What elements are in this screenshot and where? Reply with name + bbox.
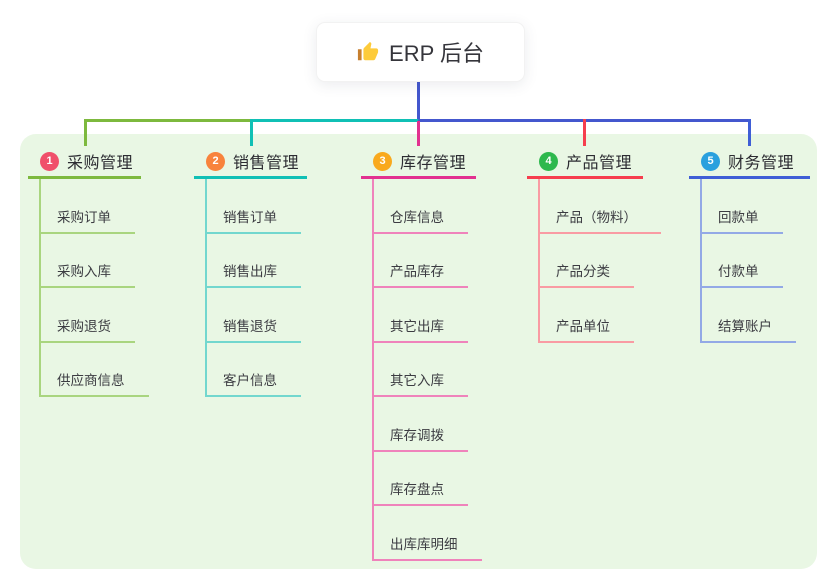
branch-title: 采购管理 xyxy=(67,155,134,172)
child-topic[interactable]: 产品（物料） xyxy=(540,179,661,234)
child-topic-label: 产品分类 xyxy=(540,260,634,288)
child-topic-label: 产品（物料） xyxy=(540,206,661,234)
child-topic[interactable]: 仓库信息 xyxy=(374,179,476,234)
child-topic-label: 付款单 xyxy=(702,260,783,288)
branch-finance: 5 财务管理 回款单付款单结算账户 xyxy=(689,146,810,343)
child-topic[interactable]: 销售订单 xyxy=(207,179,307,234)
branch-header-product[interactable]: 4 产品管理 xyxy=(527,146,643,179)
child-topic[interactable]: 产品分类 xyxy=(540,234,643,288)
child-topic[interactable]: 采购入库 xyxy=(41,234,141,288)
child-topic-label: 库存盘点 xyxy=(374,478,468,506)
child-topic-label: 库存调拨 xyxy=(374,424,468,452)
child-topic-label: 销售退货 xyxy=(207,315,301,343)
child-topic[interactable]: 采购订单 xyxy=(41,179,141,234)
child-topic-label: 其它出库 xyxy=(374,315,468,343)
child-topic[interactable]: 结算账户 xyxy=(702,288,810,343)
child-topic[interactable]: 产品单位 xyxy=(540,288,643,343)
branch-children: 采购订单采购入库采购退货供应商信息 xyxy=(39,179,149,397)
branch-header-purchase[interactable]: 1 采购管理 xyxy=(28,146,141,179)
child-topic-label: 回款单 xyxy=(702,206,783,234)
child-topic[interactable]: 付款单 xyxy=(702,234,810,288)
branch-drop-line-4 xyxy=(583,119,586,146)
child-topic[interactable]: 库存调拨 xyxy=(374,397,476,452)
branch-children: 销售订单销售出库销售退货客户信息 xyxy=(205,179,307,397)
child-topic[interactable]: 出库库明细 xyxy=(374,506,482,561)
branch-product: 4 产品管理 产品（物料） 产品分类产品单位 xyxy=(527,146,661,343)
child-topic-label: 产品单位 xyxy=(540,315,634,343)
child-topic-label: 采购入库 xyxy=(41,260,135,288)
branch-header-sales[interactable]: 2 销售管理 xyxy=(194,146,307,179)
child-topic[interactable]: 采购退货 xyxy=(41,288,141,343)
branch-title: 销售管理 xyxy=(233,155,300,172)
canvas-panel xyxy=(20,134,817,569)
root-node-label: ERP 后台 xyxy=(389,41,484,66)
branch-children: 回款单付款单结算账户 xyxy=(700,179,810,343)
child-topic[interactable]: 销售退货 xyxy=(207,288,307,343)
child-topic-label: 仓库信息 xyxy=(374,206,468,234)
branch-title: 库存管理 xyxy=(400,155,467,172)
branch-drop-line-1 xyxy=(84,119,87,146)
branch-drop-line-2 xyxy=(250,119,253,146)
child-topic-label: 采购订单 xyxy=(41,206,135,234)
child-topic-label: 采购退货 xyxy=(41,315,135,343)
child-topic-label: 供应商信息 xyxy=(41,369,149,397)
branch-drop-line-5 xyxy=(748,119,751,146)
branch-badge: 2 xyxy=(206,151,225,171)
branch-title: 产品管理 xyxy=(566,155,633,172)
branch-header-finance[interactable]: 5 财务管理 xyxy=(689,146,810,179)
child-topic-label: 销售订单 xyxy=(207,206,301,234)
branch-purchase: 1 采购管理 采购订单采购入库采购退货供应商信息 xyxy=(28,146,149,397)
child-topic-label: 结算账户 xyxy=(702,315,796,343)
branch-children: 仓库信息产品库存其它出库其它入库库存调拨库存盘点出库库明细 xyxy=(372,179,482,561)
child-topic[interactable]: 回款单 xyxy=(702,179,810,234)
child-topic-label: 其它入库 xyxy=(374,369,468,397)
child-topic-label: 出库库明细 xyxy=(374,533,482,561)
branch-children: 产品（物料） 产品分类产品单位 xyxy=(538,179,661,343)
root-node[interactable]: ERP 后台 xyxy=(316,22,525,82)
branch-badge: 1 xyxy=(40,151,59,171)
trunk-segment-teal xyxy=(252,119,419,122)
branch-title: 财务管理 xyxy=(728,155,795,172)
branch-sales: 2 销售管理 销售订单销售出库销售退货客户信息 xyxy=(194,146,307,397)
branch-inventory: 3 库存管理 仓库信息产品库存其它出库其它入库库存调拨库存盘点出库库明细 xyxy=(361,146,482,561)
child-topic[interactable]: 销售出库 xyxy=(207,234,307,288)
branch-header-inventory[interactable]: 3 库存管理 xyxy=(361,146,476,179)
branch-badge: 3 xyxy=(373,151,392,171)
child-topic-label: 销售出库 xyxy=(207,260,301,288)
child-topic[interactable]: 产品库存 xyxy=(374,234,476,288)
root-connector-line xyxy=(417,80,420,121)
child-topic-label: 客户信息 xyxy=(207,369,301,397)
branch-badge: 4 xyxy=(539,151,558,171)
child-topic[interactable]: 其它入库 xyxy=(374,343,476,397)
child-topic-label: 产品库存 xyxy=(374,260,468,288)
thumbs-up-icon xyxy=(357,41,379,63)
child-topic[interactable]: 客户信息 xyxy=(207,343,307,397)
branch-drop-line-3 xyxy=(417,121,420,146)
branch-badge: 5 xyxy=(701,151,720,171)
trunk-segment-green xyxy=(85,119,253,122)
child-topic[interactable]: 其它出库 xyxy=(374,288,476,343)
child-topic[interactable]: 供应商信息 xyxy=(41,343,149,397)
child-topic[interactable]: 库存盘点 xyxy=(374,452,476,506)
